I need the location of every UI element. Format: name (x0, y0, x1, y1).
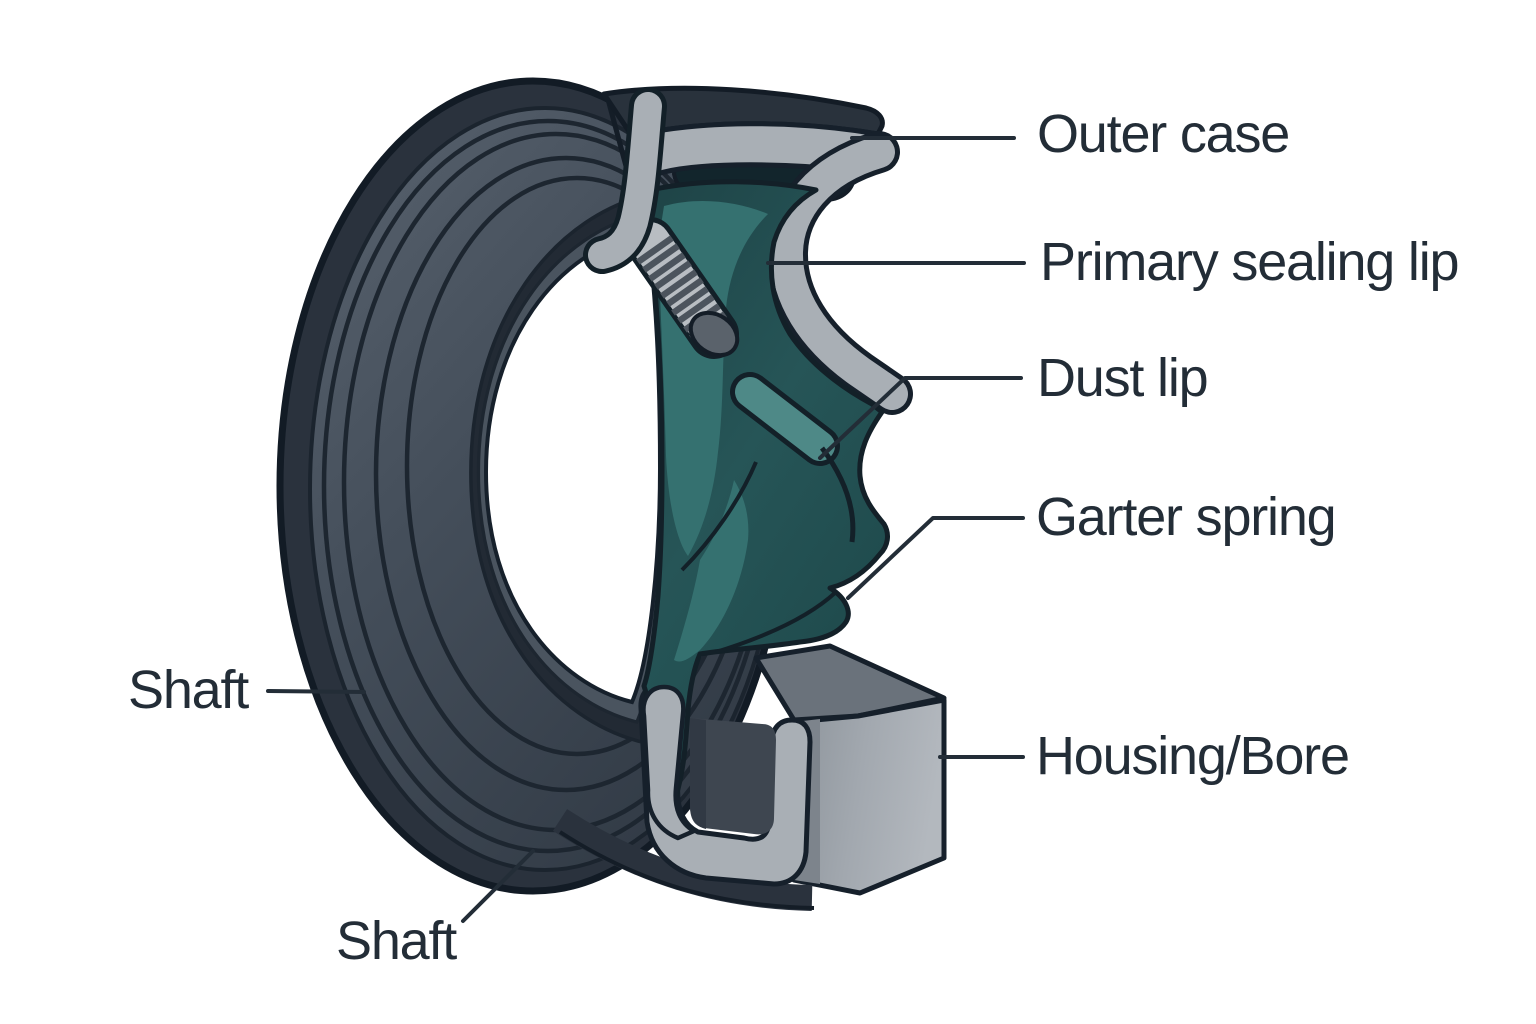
label-housing-bore: Housing/Bore (1036, 725, 1350, 786)
ring-bottom-rim (552, 809, 815, 911)
label-shaft-left: Shaft (128, 659, 249, 720)
channel-left-wall (641, 684, 697, 841)
leader-dust-lip (818, 376, 1023, 460)
label-outer-case: Outer case (1037, 103, 1290, 164)
label-garter-spring: Garter spring (1036, 486, 1337, 547)
leader-shaft-bottom (461, 849, 535, 923)
leader-garter-spring (846, 516, 1025, 600)
leader-shaft-left (266, 689, 366, 694)
dust-lip-shape (730, 372, 856, 543)
outer-case-front (766, 131, 913, 415)
leader-lines (266, 136, 1026, 923)
label-dust-lip: Dust lip (1037, 347, 1209, 408)
channel-pocket (690, 718, 776, 835)
label-shaft-bottom: Shaft (336, 910, 457, 971)
case-inner-flange (583, 87, 667, 274)
label-primary-sealing-lip: Primary sealing lip (1040, 231, 1460, 292)
garter-spring-coil (625, 217, 740, 359)
